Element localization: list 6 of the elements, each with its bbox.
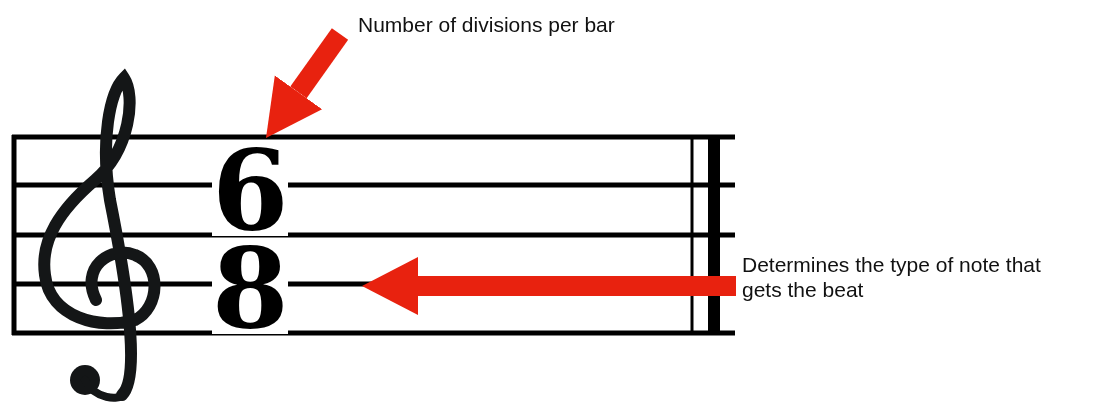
time-signature-numeral: 6 xyxy=(212,146,288,236)
arrow xyxy=(266,28,349,138)
annotation-text: Number of divisions per bar xyxy=(358,12,738,40)
arrow xyxy=(362,257,736,315)
annotation-text: Determines the type of note that gets the beat xyxy=(742,252,1042,304)
time-signature-numeral: 8 xyxy=(212,244,288,334)
